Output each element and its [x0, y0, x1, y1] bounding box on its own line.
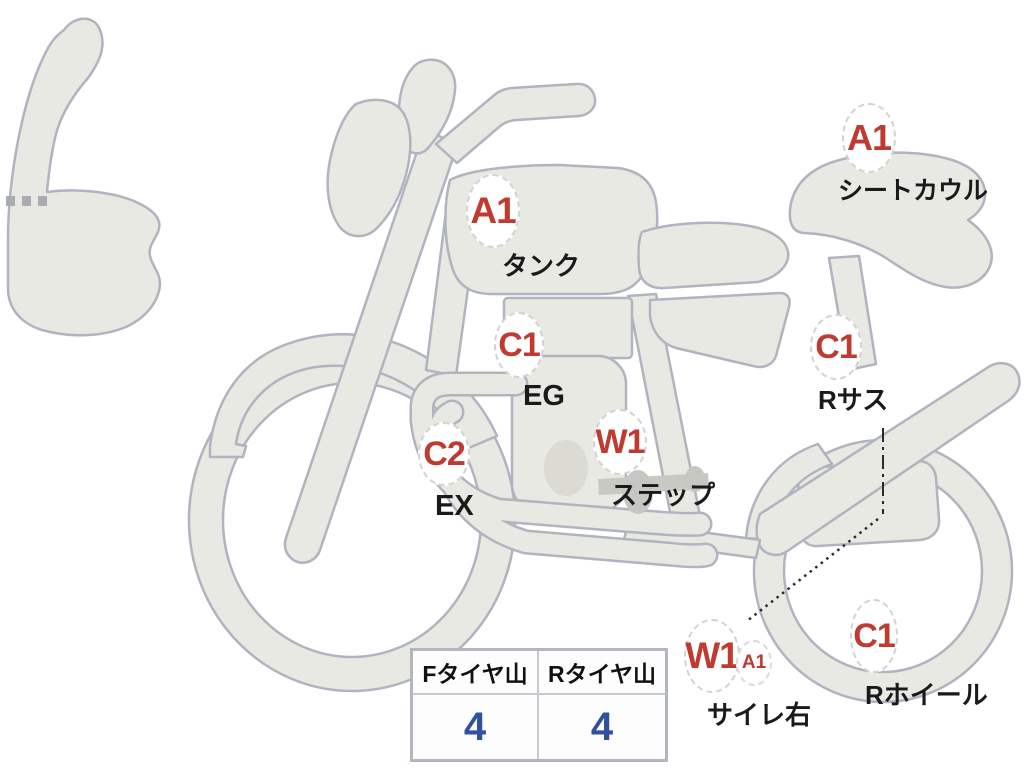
condition-badge: C1: [494, 312, 544, 378]
condition-caption: Rホイール: [865, 680, 988, 710]
front-tire-value: 4: [413, 695, 539, 759]
condition-caption: Rサス: [818, 385, 889, 415]
condition-badge: C1: [850, 599, 898, 673]
condition-badge-secondary: A1: [736, 640, 772, 686]
front-tire-header: Fタイヤ山: [413, 651, 539, 695]
condition-badge: C2: [418, 422, 470, 486]
side-cover-shape: [648, 291, 791, 369]
seat-shape: [637, 221, 790, 290]
condition-caption: EX: [435, 490, 474, 522]
step-peg-left: [623, 470, 653, 514]
step-peg-right: [685, 466, 705, 492]
front-fork-shape: [283, 126, 459, 564]
condition-caption: タンク: [502, 251, 581, 281]
condition-caption: ステップ: [611, 480, 716, 510]
condition-caption: EG: [523, 380, 565, 412]
handlebar-shape: [434, 82, 597, 165]
headlight-shape: [326, 98, 412, 238]
condition-badge: A1: [842, 103, 896, 173]
condition-badge: W1: [593, 409, 647, 475]
rear-tire-header: Rタイヤ山: [539, 651, 665, 695]
rear-tire-value: 4: [590, 704, 614, 749]
condition-caption: シートカウル: [838, 177, 989, 205]
tire-tread-table: Fタイヤ山 Rタイヤ山 4 4: [410, 648, 668, 762]
condition-caption: サイレ右: [707, 700, 812, 730]
mirror-shape: [397, 58, 457, 155]
condition-badge: C1: [810, 314, 862, 380]
engine-crank-shape: [544, 440, 588, 496]
condition-badge: A1: [466, 174, 520, 248]
front-cowl-shape: [6, 17, 162, 337]
condition-badge: W1: [684, 619, 740, 693]
front-fender-shape: [208, 333, 499, 459]
